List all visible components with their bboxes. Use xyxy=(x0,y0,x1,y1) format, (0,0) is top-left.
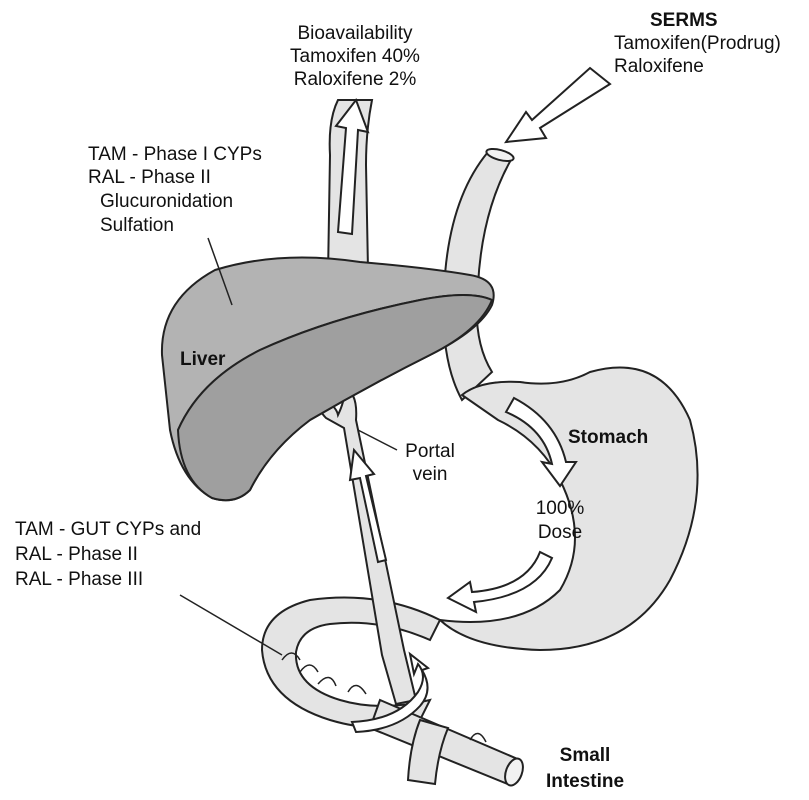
liver-metabolism-line4: Sulfation xyxy=(100,214,174,237)
bioavailability-title: Bioavailability xyxy=(285,22,425,45)
bioavailability-raloxifene: Raloxifene 2% xyxy=(280,68,430,91)
liver-label: Liver xyxy=(180,348,225,371)
portal-vein-leader-line xyxy=(358,430,397,450)
small-intestine-label-line1: Small xyxy=(540,744,630,767)
serms-intake-arrow xyxy=(506,68,610,142)
dose-line1: 100% xyxy=(530,497,590,520)
serms-title: SERMS xyxy=(650,9,718,32)
dose-line2: Dose xyxy=(530,521,590,544)
serms-raloxifene: Raloxifene xyxy=(614,55,704,78)
small-intestine-label-line2: Intestine xyxy=(540,770,630,793)
liver-metabolism-line2: RAL - Phase II xyxy=(88,166,211,189)
liver-metabolism-line3: Glucuronidation xyxy=(100,190,233,213)
gut-metabolism-line3: RAL - Phase III xyxy=(15,568,143,591)
liver-metabolism-line1: TAM - Phase I CYPs xyxy=(88,143,262,166)
serms-tamoxifen: Tamoxifen(Prodrug) xyxy=(614,32,781,55)
portal-vein-label-line2: vein xyxy=(400,463,460,486)
stomach-outflow-arrow xyxy=(448,552,552,612)
stomach-label: Stomach xyxy=(568,426,648,449)
gut-metabolism-line1: TAM - GUT CYPs and xyxy=(15,518,201,541)
bioavailability-tamoxifen: Tamoxifen 40% xyxy=(275,45,435,68)
gut-metabolism-line2: RAL - Phase II xyxy=(15,543,138,566)
gut-leader-line xyxy=(180,595,282,655)
portal-vein-label-line1: Portal xyxy=(400,440,460,463)
